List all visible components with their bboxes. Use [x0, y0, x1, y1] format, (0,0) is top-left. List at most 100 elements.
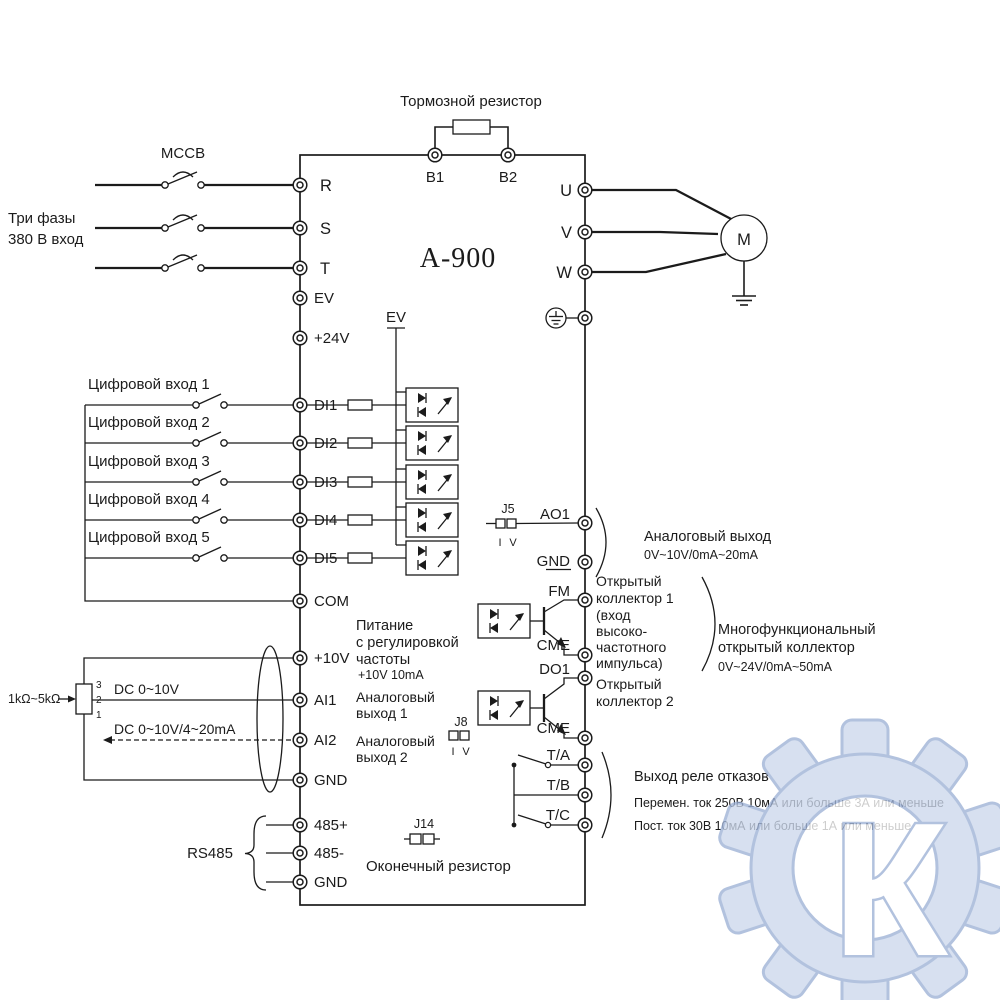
terminal-label-10v: +10V: [314, 650, 349, 667]
pot-pin-3: 3: [96, 680, 102, 691]
shielded-cable-symbol: [256, 645, 284, 793]
jumper-j14-label: J14: [414, 817, 434, 831]
terminal-label-u: U: [560, 182, 572, 200]
digital-input-switches: [84, 393, 293, 602]
oc1-note-line1: Открытый: [596, 573, 662, 589]
jumper-j8-symbol: [448, 730, 459, 741]
oc2-note-line1: Открытый: [596, 676, 662, 692]
power-note-line4: +10V 10mA: [358, 668, 424, 682]
brake-resistor-symbol: [452, 119, 491, 135]
input-phase-circuit: MCCB Три фазы 380 В вход: [8, 145, 293, 272]
brake-resistor-label: Тормозной резистор: [400, 93, 542, 110]
terminal-label-w: W: [556, 264, 572, 282]
breaker-pole-r: [161, 171, 205, 189]
ai2-note-line2: выход 2: [356, 749, 408, 765]
potentiometer-value-label: 1kΩ~5kΩ: [8, 692, 60, 706]
motor-label: M: [737, 231, 751, 249]
terminal-label-485p: 485+: [314, 817, 348, 834]
terminal-label-gnd-485: GND: [314, 874, 348, 891]
open-collector-circuit: J8 I V Открытый коллектор 1 (вход высоко…: [448, 573, 876, 758]
brake-resistor-circuit: Тормозной резистор: [400, 93, 542, 148]
ev-bus-label: EV: [386, 309, 406, 326]
terminal-label-tb: T/B: [547, 777, 570, 794]
jumper-j5-label: J5: [501, 502, 514, 516]
pe-earth-icon: [545, 307, 567, 329]
digital-input-optocouplers: EV: [307, 309, 459, 576]
watermark-letter: К: [832, 784, 949, 996]
digital-input-label-1: Цифровой вход 1: [88, 376, 210, 393]
terminating-resistor-label: Оконечный резистор: [366, 858, 511, 875]
dc2-arrow: [103, 736, 112, 744]
phase-label-line2: 380 В вход: [8, 231, 84, 248]
pot-pin-1: 1: [96, 710, 102, 721]
terminal-label-t: T: [320, 260, 330, 278]
terminal-label-gnd-ao: GND: [537, 553, 571, 570]
motor-ground-icon: [731, 295, 757, 306]
power-note-line1: Питание: [356, 618, 413, 634]
potentiometer-wiper-arrow: [68, 695, 76, 703]
j8-pos-v: V: [462, 746, 470, 758]
dc2-label: DC 0~10V/4~20mA: [114, 721, 236, 737]
oc2-note-line2: коллектор 2: [596, 693, 674, 709]
digital-input-label-2: Цифровой вход 2: [88, 414, 210, 431]
power-note-line2: с регулировкой: [356, 635, 459, 651]
rs485-brace: [244, 815, 267, 891]
terminal-label-r: R: [320, 177, 332, 195]
terminal-label-gnd-analog: GND: [314, 772, 348, 789]
terminal-label-ai2: AI2: [314, 732, 337, 749]
phase-label-line1: Три фазы: [8, 210, 75, 227]
oc1-note-line3: (вход: [596, 607, 631, 623]
terminal-label-tc: T/C: [546, 807, 570, 824]
analog-output-note-line1: Аналоговый выход: [644, 529, 772, 545]
mccb-label: MCCB: [161, 145, 205, 162]
digital-input-circuit: Цифровой вход 1 Цифровой вход 2 Цифровой…: [84, 309, 459, 602]
terminal-label-ai1: AI1: [314, 692, 337, 709]
ai1-note-line2: выход 1: [356, 705, 408, 721]
terminal-label-s: S: [320, 220, 331, 238]
rs485-label: RS485: [187, 845, 233, 862]
terminal-label-ta: T/A: [547, 747, 570, 764]
j8-pos-i: I: [451, 746, 454, 758]
multi-oc-note-line1: Многофункциональный: [718, 622, 876, 638]
terminal-label-fm: FM: [548, 583, 570, 600]
analog-input-circuit: Питание с регулировкой частоты +10V 10mA…: [8, 618, 459, 793]
oc1-note-line4: высоко-: [596, 623, 648, 639]
analog-output-note-line2: 0V~10V/0mA~20mA: [644, 548, 759, 562]
terminal-label-ev: EV: [314, 290, 334, 307]
terminal-label-com: COM: [314, 593, 349, 610]
ai2-note-line1: Аналоговый: [356, 733, 435, 749]
multi-oc-note-line2: открытый коллектор: [718, 640, 855, 656]
left-terminals: R S T EV +24V DI1 DI2 DI3 DI4 DI5 COM +1…: [292, 177, 349, 891]
multi-oc-note-line3: 0V~24V/0mA~50mA: [718, 660, 833, 674]
jumper-j5-symbol: [495, 518, 506, 529]
rs485-circuit: RS485 J14 Оконечный резистор: [187, 815, 511, 891]
relay-note-line1: Выход реле отказов: [634, 769, 769, 785]
digital-input-label-5: Цифровой вход 5: [88, 529, 210, 546]
jumper-j14-symbol: [409, 833, 422, 845]
terminal-label-24v: +24V: [314, 330, 349, 347]
potentiometer-symbol: [75, 683, 93, 715]
oc1-note-line2: коллектор 1: [596, 590, 674, 606]
terminal-label-485m: 485-: [314, 845, 344, 862]
digital-input-label-4: Цифровой вход 4: [88, 491, 210, 508]
watermark-gear-logo: К: [718, 718, 1000, 1005]
j5-pos-v: V: [509, 537, 517, 549]
oc1-note-line6: импульса): [596, 655, 663, 671]
terminal-b2: [500, 147, 516, 163]
analog-output-circuit: J5 I V Аналоговый выход 0V~10V/0mA~20mA: [486, 502, 772, 578]
model-label: A-900: [420, 243, 497, 274]
breaker-pole-t: [161, 254, 205, 272]
terminal-label-do1: DO1: [539, 661, 570, 678]
terminal-label-ao1: AO1: [540, 506, 570, 523]
terminal-label-b2: B2: [499, 169, 517, 186]
motor-circuit: M: [545, 188, 768, 329]
terminal-label-cme1: CME: [537, 637, 570, 654]
terminal-label-v: V: [561, 224, 572, 242]
digital-input-label-3: Цифровой вход 3: [88, 453, 210, 470]
terminal-b1: [427, 147, 443, 163]
dc1-label: DC 0~10V: [114, 681, 180, 697]
oc1-note-line5: частотного: [596, 639, 667, 655]
power-note-line3: частоты: [356, 652, 410, 668]
